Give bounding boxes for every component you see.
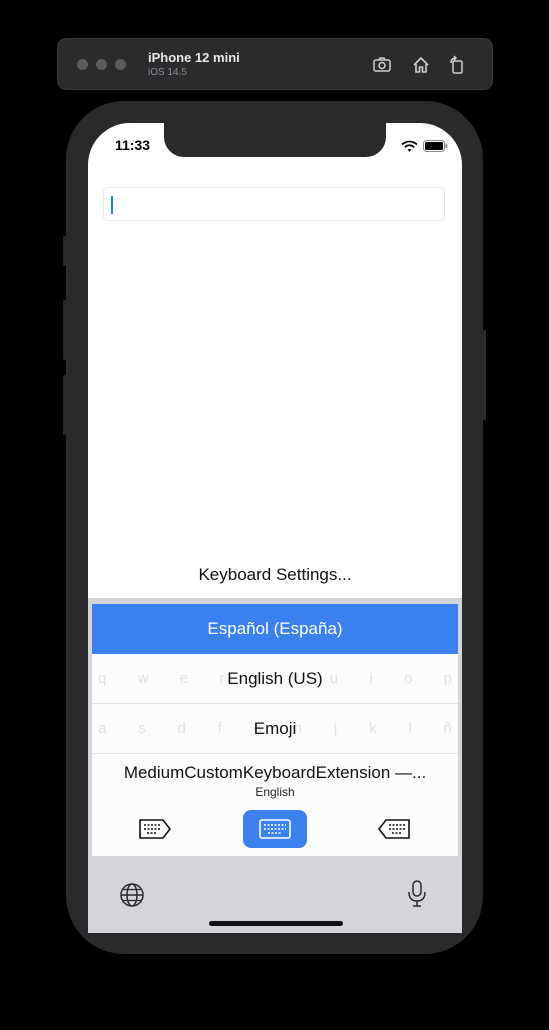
rotate-icon[interactable]	[447, 55, 467, 75]
keyboard-right-button[interactable]	[362, 810, 426, 848]
globe-icon[interactable]	[119, 882, 145, 908]
ghost-key: f	[217, 720, 222, 737]
ghost-key: l	[408, 720, 412, 737]
microphone-icon[interactable]	[407, 879, 427, 909]
keyboard-option-english[interactable]: q w e r t y u i o p English (US)	[92, 654, 458, 704]
ghost-key: r	[219, 670, 225, 687]
power-button	[483, 330, 486, 420]
volume-up-button	[63, 300, 66, 360]
ghost-key: d	[177, 720, 186, 737]
home-indicator[interactable]	[209, 921, 343, 926]
simulator-toolbar: iPhone 12 mini iOS 14.5	[57, 38, 493, 90]
keyboard-left-icon	[139, 819, 171, 839]
volume-down-button	[63, 375, 66, 435]
ghost-key: e	[179, 670, 189, 687]
keyboard-picker-menu: Español (España) q w e r t y u i o p Eng…	[92, 604, 458, 856]
ghost-key: u	[329, 670, 339, 687]
window-minimize-button[interactable]	[96, 59, 107, 70]
text-input[interactable]	[103, 187, 445, 221]
text-caret	[111, 196, 113, 214]
keyboard-settings-link[interactable]: Keyboard Settings...	[198, 565, 352, 584]
keyboard-left-button[interactable]	[123, 810, 187, 848]
menu-item-sublabel: English	[255, 785, 295, 799]
keyboard-option-custom-extension[interactable]: MediumCustomKeyboardExtension —... Engli…	[92, 754, 458, 804]
home-icon[interactable]	[411, 55, 431, 75]
keyboard-full-icon	[259, 819, 291, 839]
ghost-key: p	[443, 670, 452, 687]
screenshot-icon[interactable]	[372, 55, 392, 75]
mute-switch	[63, 236, 66, 266]
keyboard-option-emoji[interactable]: a s d f g h j k l ñ Emoji	[92, 704, 458, 754]
ghost-key: q	[98, 670, 107, 687]
ghost-key: j	[333, 720, 338, 737]
window-close-button[interactable]	[77, 59, 88, 70]
window-zoom-button[interactable]	[115, 59, 126, 70]
keyboard-mode-switcher	[92, 804, 458, 856]
ghost-key: w	[137, 670, 149, 687]
menu-item-label: Español (España)	[207, 619, 343, 638]
menu-item-label: English (US)	[227, 669, 323, 688]
ghost-key: k	[369, 720, 377, 737]
status-time: 11:33	[115, 137, 151, 153]
ghost-key: s	[138, 720, 146, 737]
ghost-key: i	[369, 670, 373, 687]
wifi-icon	[401, 140, 418, 152]
keyboard-right-icon	[378, 819, 410, 839]
keyboard-option-spanish[interactable]: Español (España)	[92, 604, 458, 654]
keyboard-full-button[interactable]	[243, 810, 307, 848]
os-version: iOS 14.5	[148, 67, 187, 78]
ghost-key: o	[404, 670, 413, 687]
ghost-key: a	[98, 720, 107, 737]
battery-icon	[423, 140, 448, 152]
menu-item-label: Emoji	[253, 719, 297, 738]
ghost-key: ñ	[443, 720, 452, 737]
menu-item-label: MediumCustomKeyboardExtension —...	[123, 763, 427, 782]
notch	[164, 123, 386, 157]
device-name: iPhone 12 mini	[148, 50, 240, 65]
